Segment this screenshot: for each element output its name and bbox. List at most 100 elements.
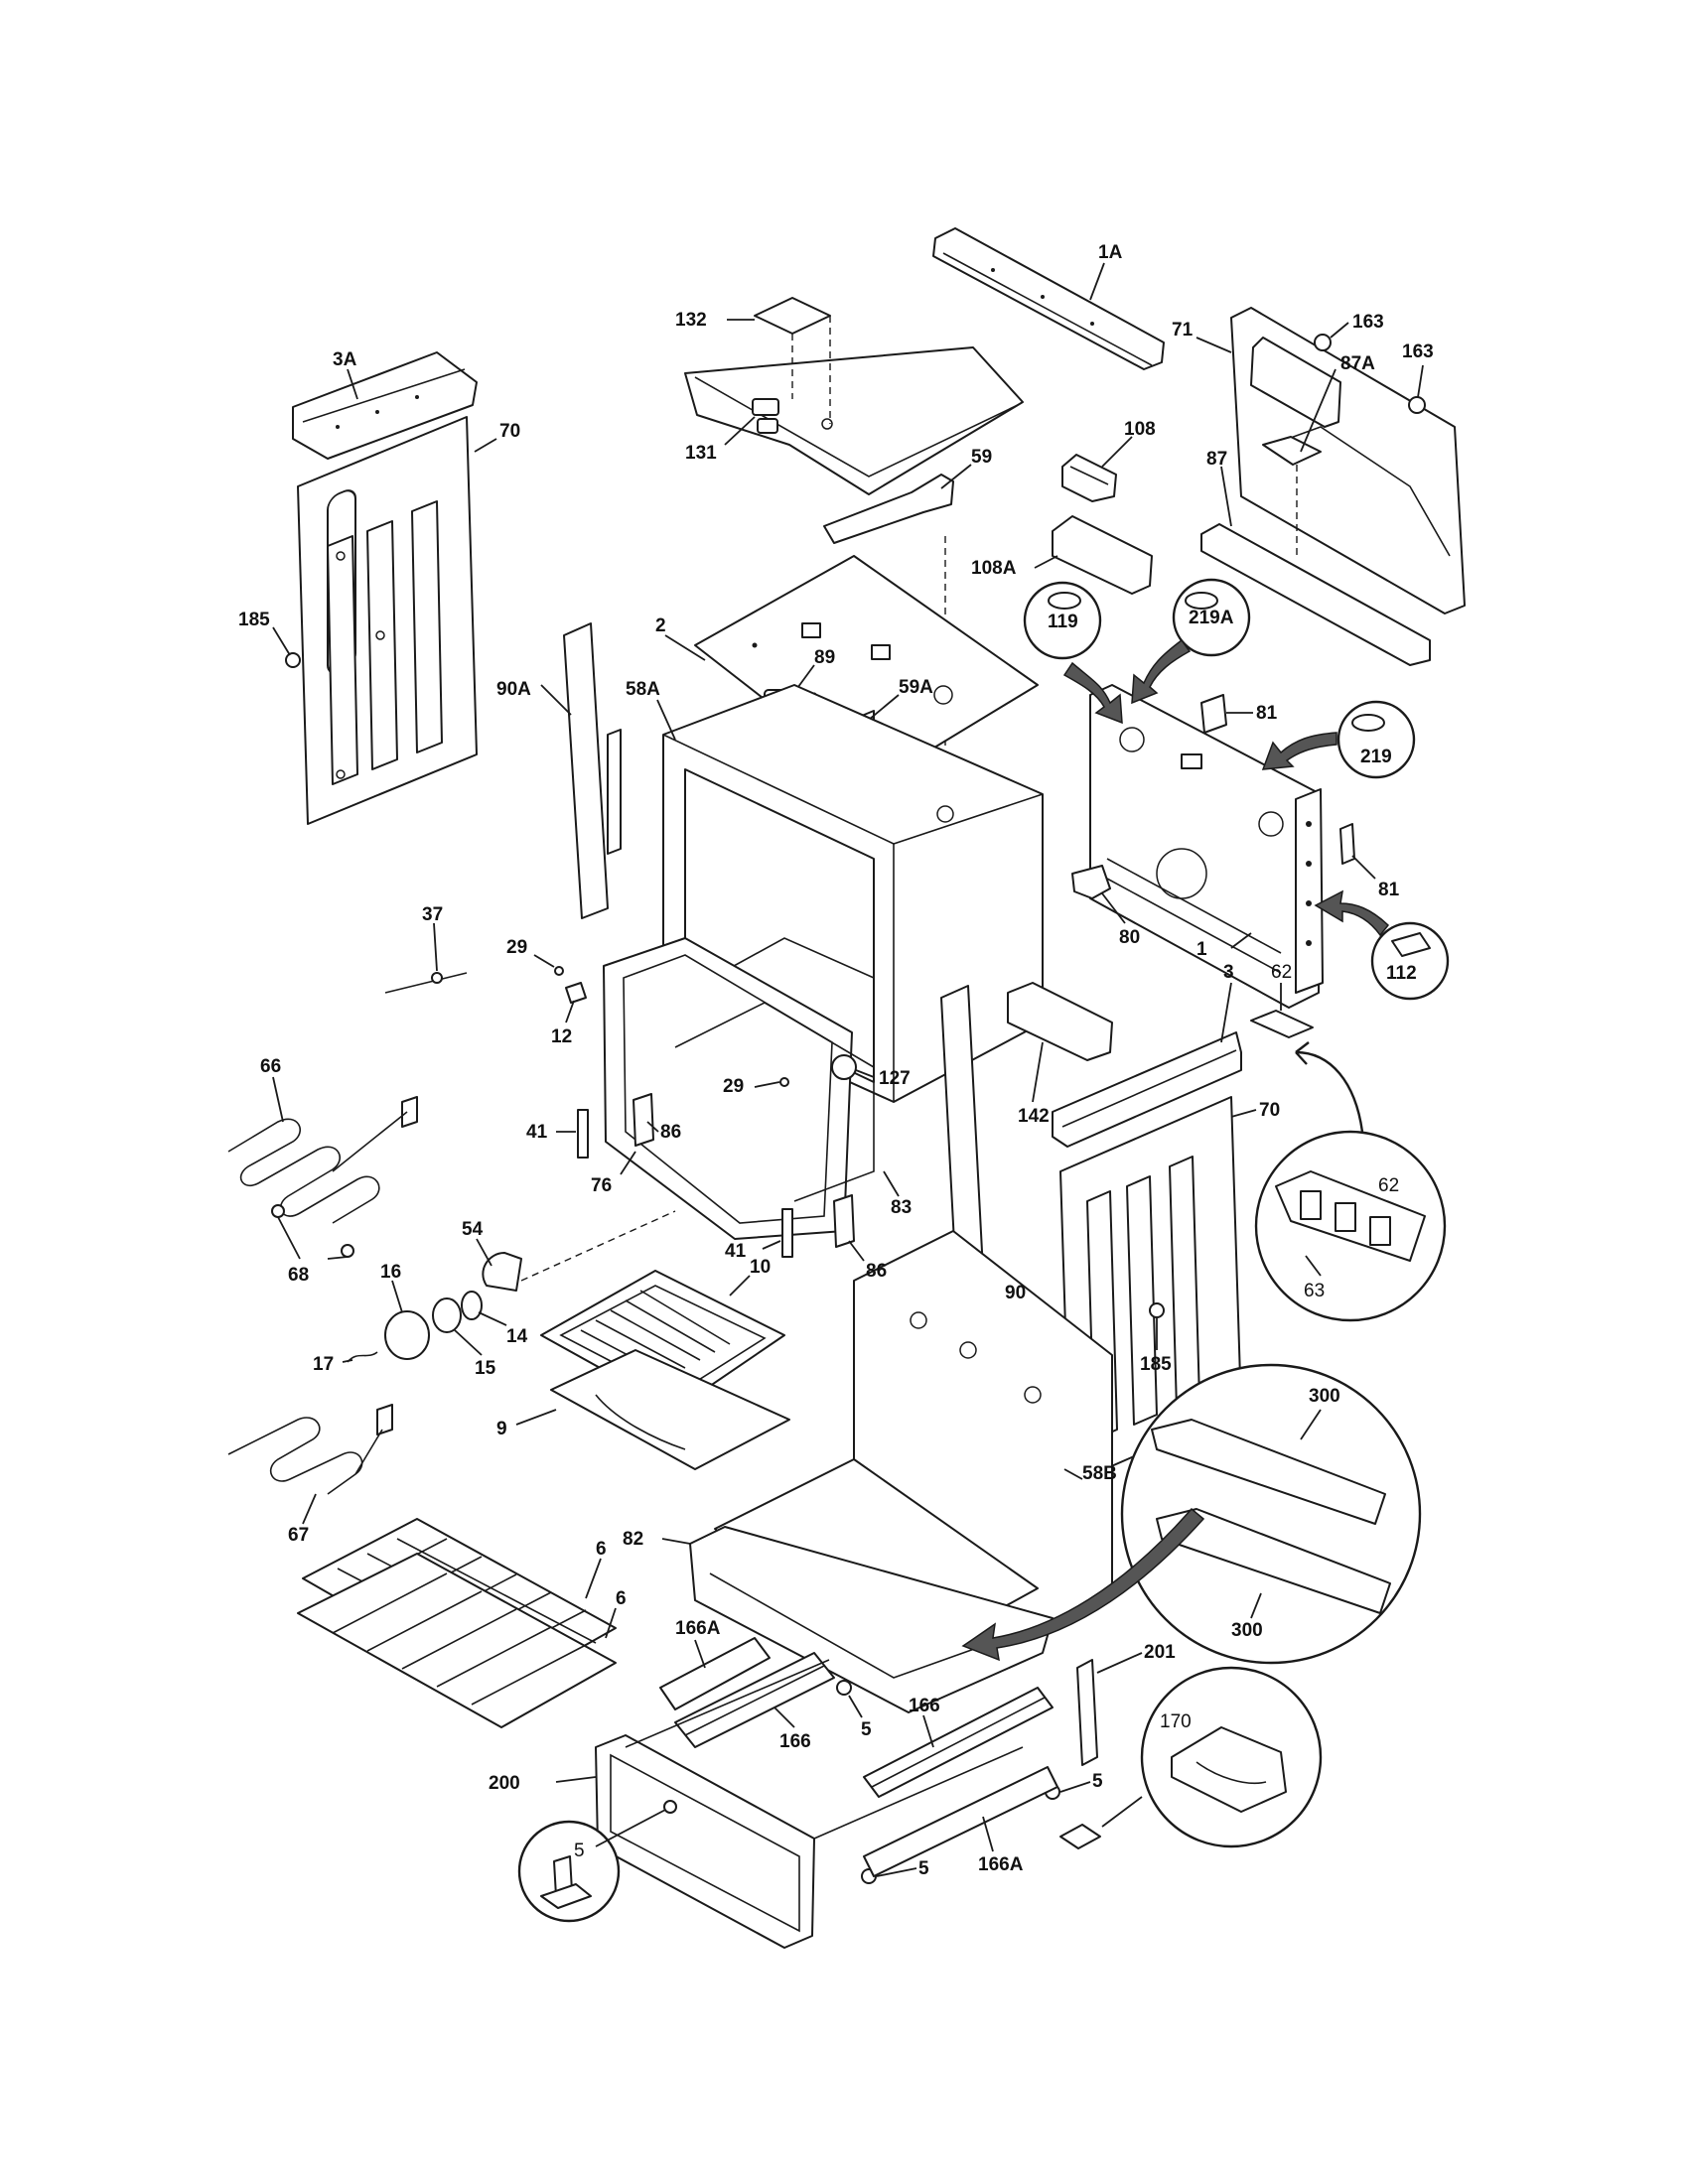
label-15: 15 bbox=[475, 1358, 496, 1379]
label-163-a: 163 bbox=[1352, 312, 1384, 333]
vent-tube-part-59 bbox=[823, 474, 954, 544]
label-29-b: 29 bbox=[723, 1076, 744, 1097]
label-59: 59 bbox=[971, 447, 992, 468]
bracket-part-108A bbox=[1052, 515, 1153, 595]
label-5-c: 5 bbox=[574, 1841, 585, 1861]
label-59A: 59A bbox=[899, 677, 933, 698]
lamp-bulb-part-15 bbox=[432, 1297, 462, 1333]
label-16: 16 bbox=[380, 1262, 401, 1283]
label-201: 201 bbox=[1144, 1642, 1176, 1663]
lamp-gasket-part-14 bbox=[461, 1291, 483, 1320]
top-rail-part-1A bbox=[932, 227, 1165, 370]
callout-circle-5 bbox=[517, 1820, 621, 1923]
label-68: 68 bbox=[288, 1265, 309, 1286]
nut-part-185-a bbox=[285, 652, 301, 668]
label-300-b: 300 bbox=[1231, 1620, 1263, 1641]
leveling-foot-part-5-d bbox=[663, 1800, 677, 1814]
label-166-a: 166 bbox=[779, 1731, 811, 1752]
oven-rack-part-6-b bbox=[297, 1553, 617, 1728]
label-29-a: 29 bbox=[506, 937, 527, 958]
label-166-b: 166 bbox=[909, 1696, 940, 1716]
label-6-a: 6 bbox=[596, 1539, 607, 1560]
label-219: 219 bbox=[1360, 747, 1392, 767]
label-108: 108 bbox=[1124, 419, 1156, 440]
label-89: 89 bbox=[814, 647, 835, 668]
label-163-b: 163 bbox=[1402, 341, 1434, 362]
label-12: 12 bbox=[551, 1026, 572, 1047]
terminal-part-62-small bbox=[1250, 1010, 1314, 1038]
label-58A: 58A bbox=[626, 679, 660, 700]
label-6-b: 6 bbox=[616, 1588, 627, 1609]
side-panel-part-70-left bbox=[297, 416, 478, 825]
label-5-d: 5 bbox=[918, 1858, 929, 1879]
callout-circle-119 bbox=[1023, 581, 1102, 660]
label-81-b: 81 bbox=[1378, 880, 1400, 900]
callout-circle-300 bbox=[1120, 1363, 1422, 1665]
bracket-part-3A bbox=[292, 351, 478, 460]
side-strip-part-90A bbox=[563, 622, 622, 919]
bracket-part-142 bbox=[1007, 982, 1113, 1061]
label-82: 82 bbox=[623, 1529, 643, 1550]
bracket-part-80 bbox=[1071, 865, 1111, 899]
terminal-block-part-108 bbox=[1061, 454, 1117, 502]
label-300-a: 300 bbox=[1309, 1386, 1340, 1407]
label-58B: 58B bbox=[1082, 1463, 1117, 1484]
label-10: 10 bbox=[750, 1257, 771, 1278]
label-86-a: 86 bbox=[660, 1122, 681, 1143]
hinge-bracket-part-86-b bbox=[833, 1194, 855, 1248]
nut-part-185-b bbox=[1149, 1302, 1165, 1318]
label-66: 66 bbox=[260, 1056, 281, 1077]
label-9: 9 bbox=[496, 1419, 507, 1439]
label-108A: 108A bbox=[971, 558, 1017, 579]
broil-element-part-67 bbox=[227, 1404, 393, 1495]
label-2: 2 bbox=[655, 615, 666, 636]
screw-part-29-a bbox=[554, 966, 564, 976]
label-81-a: 81 bbox=[1256, 703, 1278, 724]
label-41-b: 41 bbox=[725, 1241, 747, 1262]
clip-part-81-a bbox=[1200, 694, 1227, 734]
hinge-part-41-b bbox=[781, 1208, 793, 1258]
callout-circle-219A bbox=[1172, 578, 1251, 657]
hinge-part-41-a bbox=[577, 1109, 589, 1159]
label-76: 76 bbox=[591, 1175, 612, 1196]
clip-part-170-small bbox=[1059, 1824, 1101, 1849]
clip-part-81-b bbox=[1339, 823, 1355, 865]
rear-panel-part-71 bbox=[1230, 307, 1466, 614]
nut-part-163-b bbox=[1408, 396, 1426, 414]
label-132: 132 bbox=[675, 310, 707, 331]
fitting-part-12 bbox=[565, 982, 587, 1004]
drawer-front-part-200 bbox=[595, 1659, 1024, 1949]
drawer-slide-part-166-a bbox=[674, 1652, 835, 1748]
callout-circle-219 bbox=[1336, 700, 1416, 779]
label-219A: 219A bbox=[1189, 608, 1234, 628]
leveling-foot-part-5-a bbox=[836, 1680, 852, 1696]
rail-part-87 bbox=[1200, 523, 1431, 666]
label-5-a: 5 bbox=[861, 1719, 872, 1740]
label-3A: 3A bbox=[333, 349, 357, 370]
broil-pan-grid-part-10 bbox=[540, 1270, 785, 1411]
lamp-cover-part-16 bbox=[384, 1310, 430, 1360]
bracket-part-87A bbox=[1262, 436, 1322, 466]
label-166A-a: 166A bbox=[675, 1618, 721, 1639]
label-80: 80 bbox=[1119, 927, 1140, 948]
bracket-part-201 bbox=[1076, 1659, 1098, 1766]
drawer-slide-part-166A-a bbox=[659, 1637, 771, 1710]
label-90: 90 bbox=[1005, 1283, 1026, 1303]
sensor-part-127 bbox=[831, 1054, 857, 1080]
broil-pan-part-9 bbox=[550, 1349, 790, 1470]
callout-circle-170 bbox=[1140, 1666, 1323, 1848]
hinge-bracket-part-86-a bbox=[633, 1093, 654, 1147]
callout-labels: 1A 132 163 163 71 131 108 59 87 87A 3A 1… bbox=[238, 242, 1434, 1879]
screw-part-68 bbox=[271, 1204, 354, 1258]
label-83: 83 bbox=[891, 1197, 912, 1218]
nut-part-163-a bbox=[1314, 334, 1332, 351]
lamp-socket-part-54 bbox=[482, 1252, 522, 1292]
label-63: 63 bbox=[1304, 1281, 1325, 1301]
drawer-slide-part-166-b bbox=[863, 1687, 1054, 1798]
label-200: 200 bbox=[489, 1773, 520, 1794]
label-90A: 90A bbox=[496, 679, 531, 700]
oven-cavity-floor bbox=[674, 1002, 875, 1202]
label-70-b: 70 bbox=[1259, 1100, 1280, 1121]
